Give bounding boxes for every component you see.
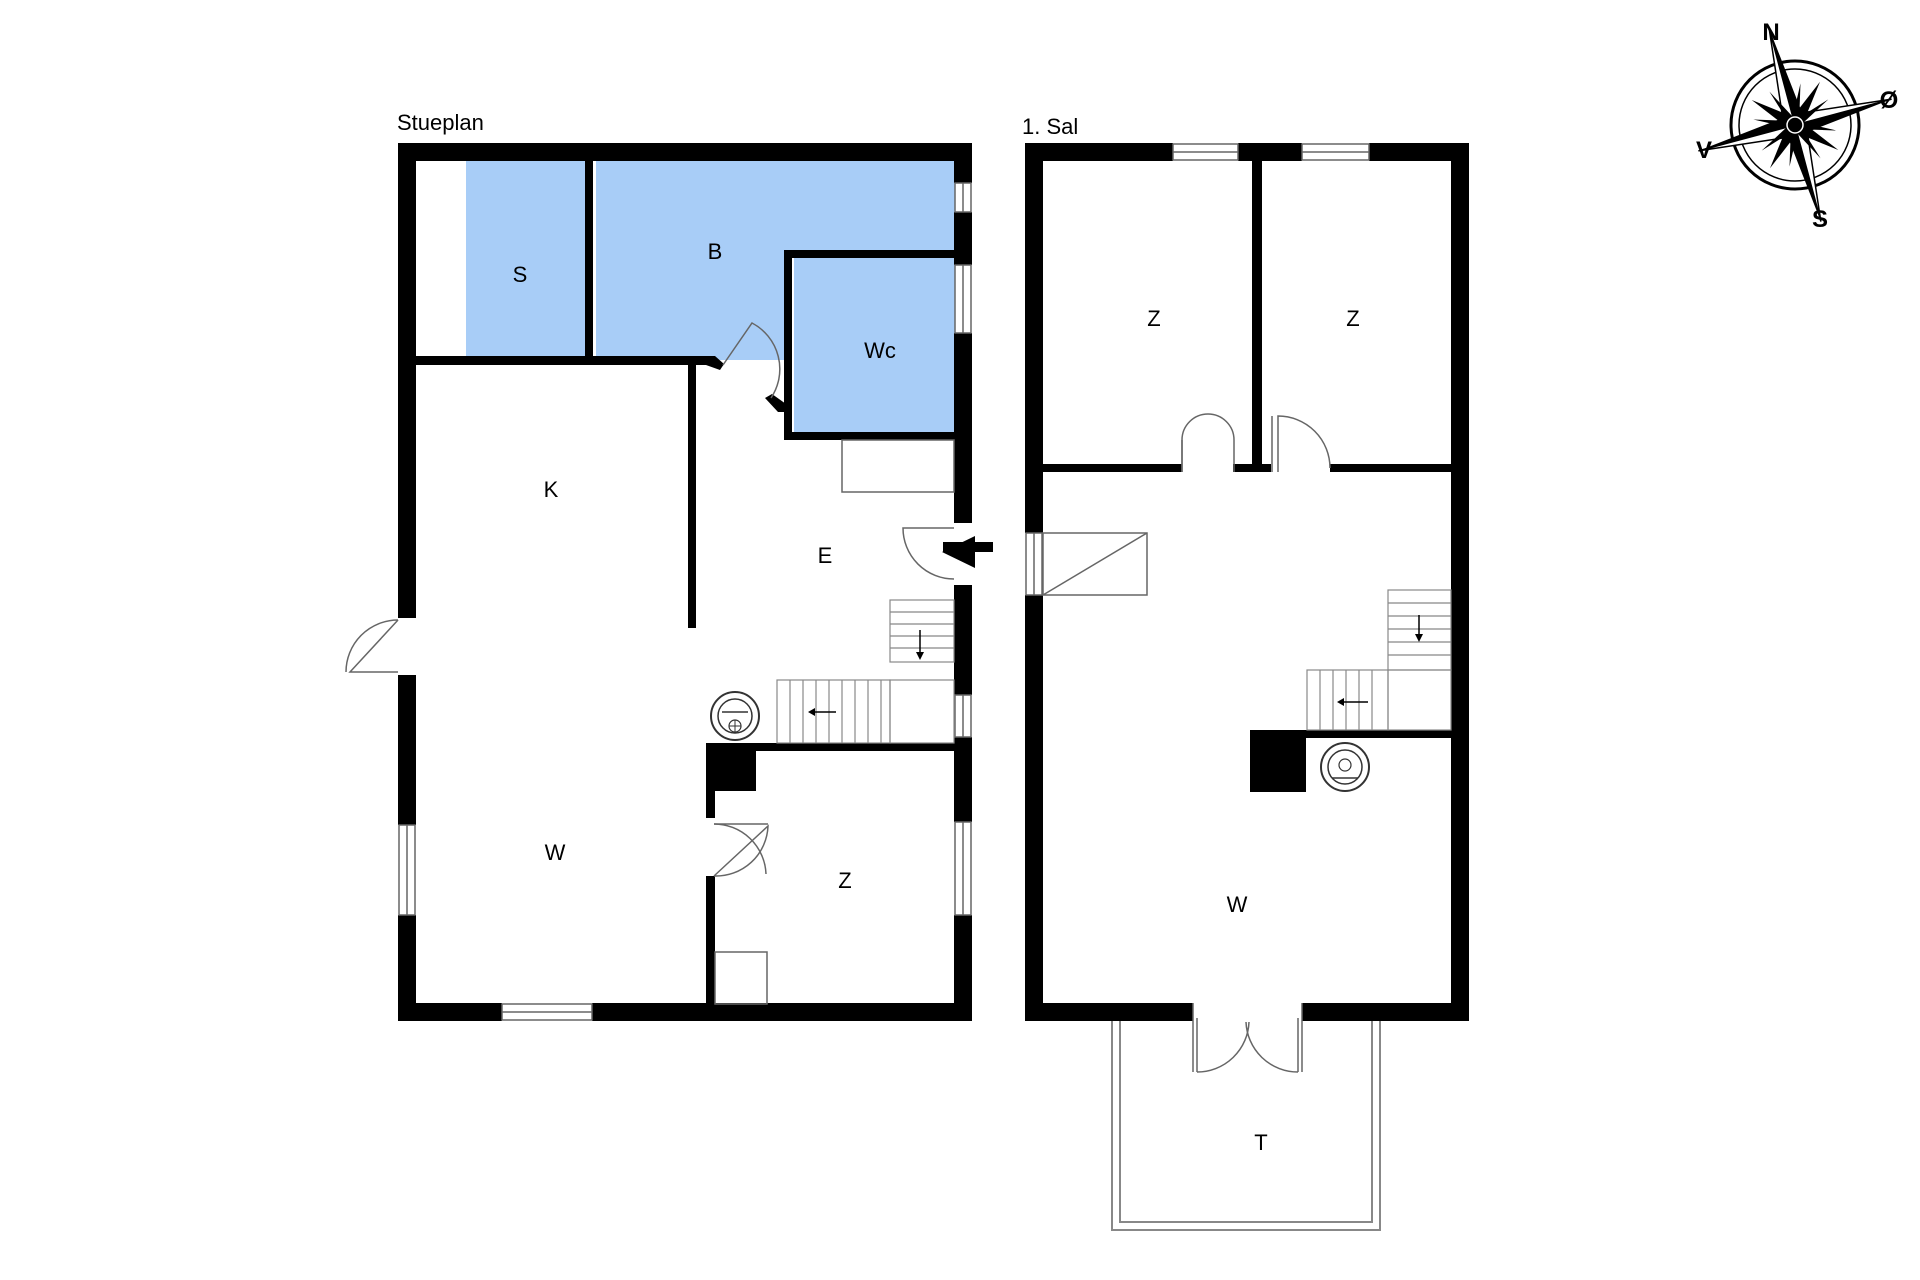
room-wc-fill — [794, 258, 956, 432]
compass-o: Ø — [1880, 87, 1899, 114]
upper-floor: 1. Sal — [1022, 114, 1469, 1231]
ground-doors — [345, 322, 955, 877]
upper-windows — [1025, 143, 1370, 596]
terrace — [1111, 1021, 1381, 1231]
room-label-w-upper: W — [1227, 892, 1248, 917]
ground-windows — [398, 182, 972, 1021]
upper-floor-title: 1. Sal — [1022, 114, 1078, 139]
ground-exterior-walls — [398, 143, 972, 1021]
ground-stairs — [776, 599, 955, 744]
ground-floor-title: Stueplan — [397, 110, 484, 135]
upper-stairs — [1306, 589, 1452, 731]
room-label-k: K — [544, 477, 559, 502]
room-label-z: Z — [838, 868, 851, 893]
room-label-wc: Wc — [864, 338, 896, 363]
compass-s: S — [1812, 206, 1828, 233]
compass-n: N — [1762, 19, 1779, 46]
room-b-fill-lower — [596, 250, 788, 360]
compass-rose-icon — [1698, 28, 1892, 222]
upper-doors — [1181, 413, 1331, 1073]
upper-interior-walls — [1040, 157, 1454, 792]
room-b-fill — [596, 160, 956, 255]
compass-v: V — [1696, 137, 1712, 164]
room-label-z1: Z — [1147, 306, 1160, 331]
entrance-arrow-head — [942, 536, 975, 568]
room-label-b: B — [708, 239, 723, 264]
ground-floor: Stueplan — [345, 110, 993, 1021]
room-label-t: T — [1254, 1130, 1267, 1155]
room-label-w: W — [545, 840, 566, 865]
upper-chimney — [1250, 730, 1306, 792]
room-s-fill — [466, 160, 590, 360]
upper-stair-opening — [1042, 532, 1148, 596]
room-label-z2: Z — [1346, 306, 1359, 331]
ground-interior-walls — [413, 157, 972, 1012]
wood-stove-icon-upper — [1320, 742, 1370, 792]
upper-exterior-walls — [1025, 143, 1469, 1021]
ground-fixtures — [714, 439, 955, 1005]
room-label-e: E — [818, 543, 833, 568]
wood-stove-icon — [710, 691, 760, 741]
room-label-s: S — [513, 262, 528, 287]
